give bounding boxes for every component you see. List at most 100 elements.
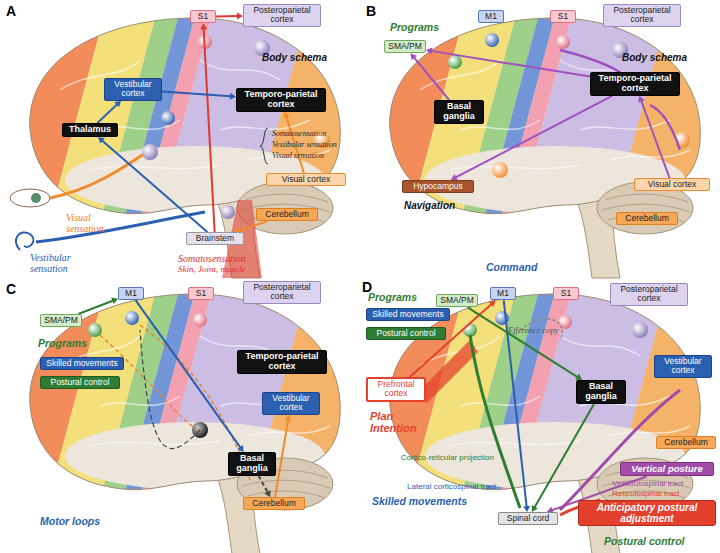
- box-text: Vertical posture: [623, 464, 711, 474]
- box-text: Posteroparietal cortex: [606, 6, 678, 25]
- box-text: S1: [556, 289, 576, 298]
- region-sphere: [463, 323, 477, 337]
- box-text: S1: [193, 12, 213, 21]
- brain-drawing: [319, 156, 720, 553]
- arrow-head: [285, 415, 292, 422]
- box-text: Cerebellum: [619, 214, 675, 223]
- panel-letter: A: [6, 4, 26, 18]
- region-box: Posteroparietal cortex: [603, 4, 681, 27]
- connector-line: [204, 28, 215, 232]
- annotation-label: Visual sensation: [66, 212, 116, 234]
- region-box: Posteroparietal cortex: [243, 4, 321, 27]
- region-box: Temporo-parietal cortex: [236, 88, 326, 112]
- box-text: Visual cortex: [637, 180, 707, 189]
- region-sphere: [161, 111, 175, 125]
- connector-line: [78, 300, 113, 314]
- box-text: Cerebellum: [659, 438, 713, 447]
- annotation-label: Vestibular sensation: [30, 252, 90, 274]
- panel-letter: B: [366, 4, 386, 18]
- region-box: Vestibular cortex: [262, 392, 320, 415]
- region-box: SMA/PM: [384, 40, 426, 53]
- connector: [638, 96, 669, 178]
- box-text: S1: [191, 289, 211, 298]
- ear-drawing: [16, 232, 34, 250]
- box-text: Hypocampus: [405, 182, 471, 191]
- annotation-label: Reticulospinal tract: [612, 490, 712, 499]
- connector-line: [468, 307, 578, 377]
- box-text: SMA/PM: [387, 42, 423, 51]
- annotation-label: Vestibular sensation: [272, 141, 362, 150]
- annotation-label: Efference copy: [508, 326, 578, 335]
- connector: [78, 298, 118, 314]
- box-text: Postural control: [369, 329, 443, 338]
- arrow-head: [532, 505, 538, 512]
- box-text: Vestibular cortex: [107, 80, 159, 99]
- region-sphere: [193, 313, 207, 327]
- region-box: Cerebellum: [256, 208, 318, 221]
- arrow-head: [111, 298, 118, 305]
- region-sphere: [485, 33, 499, 47]
- region-box: S1: [188, 287, 214, 300]
- intention-cone: [426, 340, 478, 404]
- box-text: M1: [121, 289, 141, 298]
- region-box: Hypocampus: [402, 180, 474, 193]
- box-text: Cerebellum: [246, 499, 302, 508]
- annotation-label: Somatosensation: [178, 253, 298, 264]
- connector-line: [240, 221, 267, 230]
- region-sphere: [558, 315, 572, 329]
- connector: [411, 53, 450, 100]
- region-box: Basal ganglia: [434, 100, 484, 124]
- region-box: Visual cortex: [266, 173, 346, 186]
- box-text: M1: [481, 12, 501, 21]
- arrow-head: [237, 445, 243, 452]
- connector: [136, 300, 244, 452]
- annotation-label: Navigation: [404, 200, 484, 211]
- connector-line: [136, 300, 241, 448]
- annotation-label: Visual sensation: [272, 152, 362, 161]
- box-text: S1: [553, 12, 573, 21]
- box-text: Prefrontal cortex: [370, 380, 422, 399]
- connector: [259, 476, 271, 497]
- region-sphere: [88, 323, 102, 337]
- arrow-head: [638, 96, 645, 103]
- region-box: M1: [490, 287, 516, 300]
- region-box: Vestibular cortex: [654, 355, 712, 378]
- region-sphere: [492, 162, 508, 178]
- region-sphere: [556, 35, 570, 49]
- annotation-label: Body schema: [622, 52, 702, 63]
- region-box: S1: [550, 10, 576, 23]
- arrow-head: [264, 490, 270, 497]
- region-box: S1: [190, 10, 216, 23]
- connector: [97, 101, 121, 123]
- region-box: Temporo-parietal cortex: [590, 72, 680, 96]
- region-sphere: [125, 311, 139, 325]
- box-text: Anticipatory postural adjustment: [581, 502, 713, 524]
- region-box: Visual cortex: [634, 178, 710, 191]
- box-text: M1: [493, 289, 513, 298]
- annotation-label: Cortico-reticular projection: [384, 454, 494, 463]
- region-box: Thalamus: [62, 123, 118, 137]
- region-box: Anticipatory postural adjustment: [578, 500, 716, 526]
- box-text: Cerebellum: [259, 210, 315, 219]
- connector-line: [414, 57, 449, 100]
- arrow-head: [411, 53, 418, 60]
- connector-line: [259, 476, 268, 493]
- annotation-label: Programs: [368, 292, 434, 304]
- annotation-label: Postural control: [604, 536, 714, 548]
- connector-line: [216, 15, 238, 17]
- box-text: Vestibular cortex: [657, 357, 709, 376]
- connector-line: [275, 420, 288, 497]
- box-text: Posteroparietal cortex: [613, 285, 685, 304]
- annotation-label: Command: [486, 262, 566, 274]
- region-box: Brainstem: [186, 232, 244, 245]
- arrow-head: [489, 300, 496, 307]
- connector-line: [431, 51, 590, 77]
- vestibular-pathway: [36, 212, 205, 242]
- region-box: Skilled movements: [366, 308, 450, 321]
- visual-pathway: [50, 150, 150, 198]
- box-text: Skilled movements: [369, 310, 447, 319]
- box-text: Posteroparietal cortex: [246, 283, 318, 302]
- box-text: Temporo-parietal cortex: [593, 74, 677, 94]
- box-text: Vestibular cortex: [265, 394, 317, 413]
- eye-iris: [31, 193, 41, 203]
